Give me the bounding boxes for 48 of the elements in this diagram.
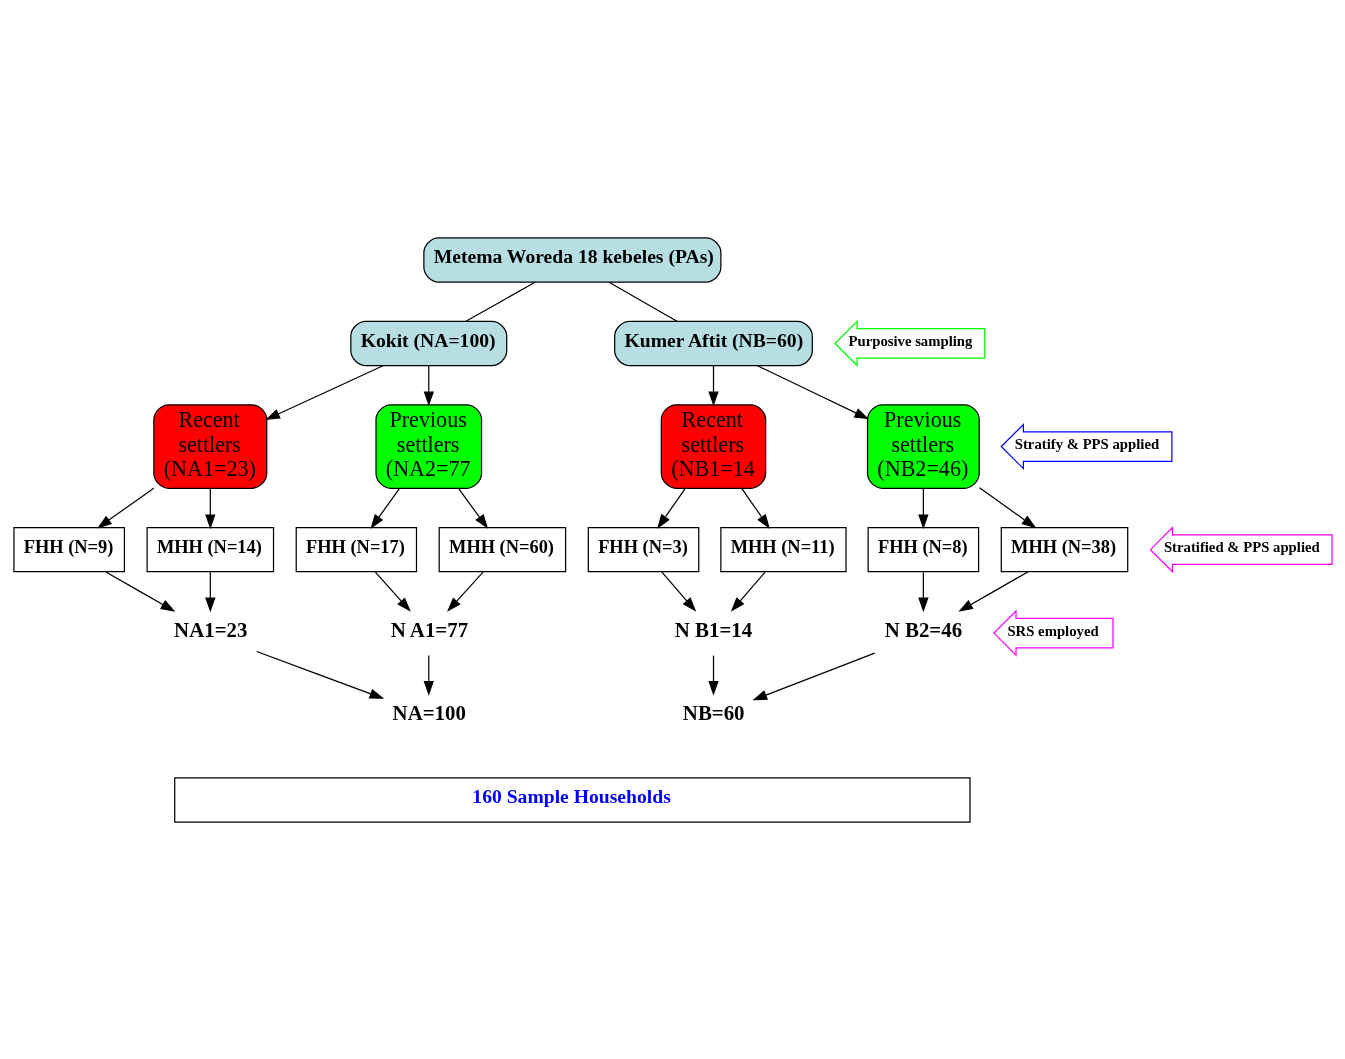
arrow (751, 652, 875, 700)
node-box: MHH (N=14) (146, 526, 274, 572)
arrow (917, 487, 929, 529)
arrow (756, 364, 869, 419)
arrow (707, 364, 719, 406)
arrow (957, 570, 1028, 612)
arrow (740, 487, 770, 529)
node-box: Previous settlers (NA2=77 (374, 403, 482, 489)
node-box: 160 Sample Households (173, 776, 971, 823)
arrow (369, 487, 400, 529)
arrow (255, 650, 384, 699)
arrow (660, 571, 696, 612)
arrow (204, 487, 215, 529)
arrow (457, 487, 488, 529)
arrow (978, 486, 1036, 528)
node-box: Recent settlers (NB1=14 (660, 403, 766, 489)
arrow (446, 571, 484, 612)
arrow (374, 571, 411, 612)
connector (607, 281, 678, 322)
arrow (96, 487, 154, 528)
node-text: N A1=77 (390, 617, 468, 642)
node-box: FHH (N=3) (587, 526, 699, 572)
node-box: Kokit (NA=100) (349, 320, 507, 366)
node-text: N B2=46 (884, 617, 962, 642)
node-text: NB=60 (682, 700, 745, 725)
arrow (423, 654, 434, 696)
arrow (104, 570, 175, 612)
arrow (264, 364, 384, 420)
node-box: Previous settlers (NB2=46) (866, 403, 980, 489)
arrow (707, 654, 719, 696)
node-box: Metema Woreda 18 kebeles (PAs) (422, 236, 721, 283)
node-text: NA=100 (392, 700, 466, 725)
node-text: NA1=23 (173, 617, 247, 642)
arrow (204, 571, 215, 612)
node-box: Recent settlers (NA1=23) (152, 403, 267, 489)
node-box: MHH (N=38) (1000, 526, 1128, 572)
arrow (656, 487, 686, 529)
node-box: MHH (N=60) (438, 526, 566, 572)
node-box: FHH (N=17) (295, 526, 417, 572)
connector (464, 281, 536, 322)
arrow (423, 364, 434, 406)
node-box: MHH (N=11) (719, 526, 847, 572)
node-text: N B1=14 (674, 617, 752, 642)
node-box: FHH (N=9) (12, 526, 125, 572)
arrow (917, 571, 929, 612)
node-box: FHH (N=8) (867, 526, 979, 572)
node-box: Kumer Aftit (NB=60) (613, 320, 813, 366)
arrow (730, 571, 766, 612)
